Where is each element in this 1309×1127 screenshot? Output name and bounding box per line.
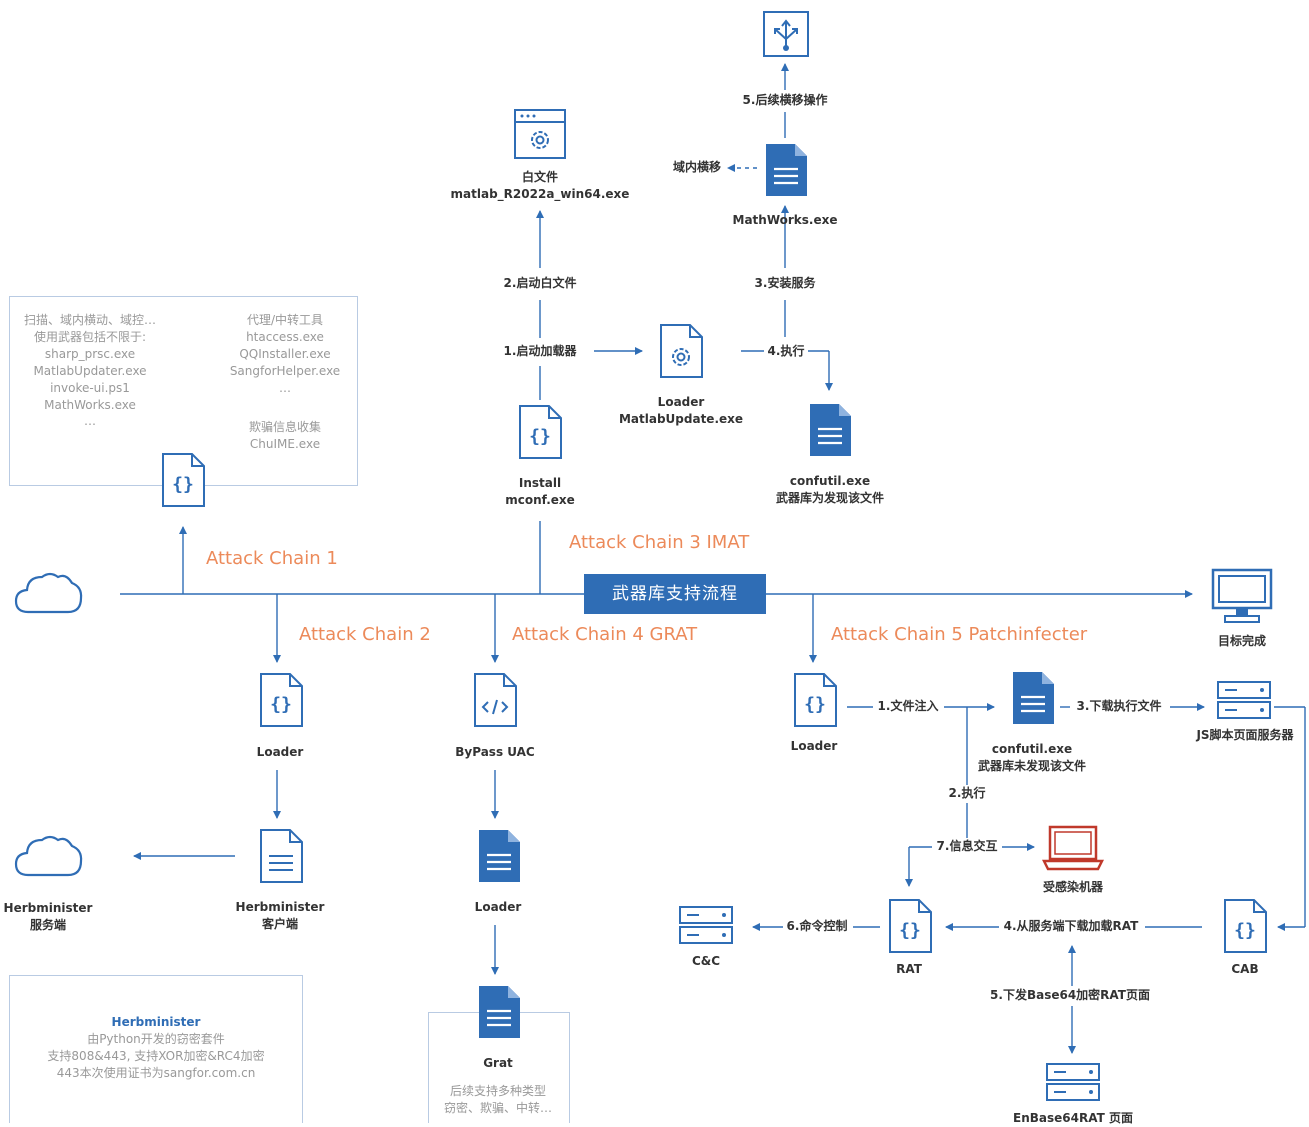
box-left-line: MatlabUpdater.exe xyxy=(33,364,147,378)
chain-3-title: Attack Chain 3 IMAT xyxy=(569,532,750,553)
svg-text:{}: {} xyxy=(529,426,551,447)
laptop-icon xyxy=(1042,825,1104,871)
client-label: Herbminister xyxy=(235,900,325,914)
infected-label: 受感染机器 xyxy=(1042,880,1104,894)
document-icon xyxy=(766,144,807,196)
confutil-file: confutil.exe xyxy=(789,474,871,488)
confutil-note: 武器库为发现该文件 xyxy=(775,491,885,505)
svg-text:{}: {} xyxy=(899,920,921,941)
svg-text:{}: {} xyxy=(172,474,194,495)
code-file-icon: {} xyxy=(519,405,562,459)
server-sub: 服务端 xyxy=(29,918,67,932)
box-right-line: QQInstaller.exe xyxy=(239,347,331,361)
document-icon xyxy=(810,404,851,456)
code-file-icon: {} xyxy=(260,673,303,727)
loader-label: Loader xyxy=(790,739,838,753)
app-window-icon xyxy=(514,109,566,159)
code-file-icon: {} xyxy=(889,899,932,953)
step-label: 4.从服务端下载加载RAT xyxy=(1000,918,1142,935)
box-right-line: htaccess.exe xyxy=(246,330,324,344)
step-label: 7.信息交互 xyxy=(933,838,1001,855)
html-file-icon xyxy=(474,673,517,727)
document-icon xyxy=(479,830,520,882)
herbminister-note-line: 443本次使用证书为sangfor.com.cn xyxy=(56,1066,256,1080)
mathworks-file: MathWorks.exe xyxy=(732,213,838,227)
cloud-icon xyxy=(14,572,83,614)
box-left-line: … xyxy=(84,414,96,428)
loader-label: Loader xyxy=(474,900,522,914)
monitor-icon xyxy=(1211,568,1273,623)
enbase-label: EnBase64RAT 页面 xyxy=(1013,1111,1133,1125)
step-label: 2.执行 xyxy=(945,785,989,802)
step-label: 1.文件注入 xyxy=(874,698,942,715)
svg-text:{}: {} xyxy=(804,694,826,715)
document-icon xyxy=(479,986,520,1038)
confutil-file: confutil.exe xyxy=(991,742,1073,756)
herbminister-note-title: Herbminister xyxy=(111,1015,201,1029)
text-file-icon xyxy=(260,829,303,883)
step-label: 2.启动白文件 xyxy=(500,275,580,292)
herbminister-note-box xyxy=(9,975,303,1123)
step-label: 3.安装服务 xyxy=(751,275,819,292)
settings-file-icon xyxy=(660,324,703,378)
code-file-icon: {} xyxy=(794,673,837,727)
code-file-icon: {} xyxy=(1224,899,1267,953)
step-label: 5.下发Base64加密RAT页面 xyxy=(987,987,1153,1004)
grat-label: Grat xyxy=(483,1056,513,1070)
loader-label: Loader xyxy=(657,395,705,409)
chain-2-title: Attack Chain 2 xyxy=(299,624,431,645)
box-left-line: 使用武器包括不限于: xyxy=(33,330,147,344)
herbminister-note-line: 由Python开发的窃密套件 xyxy=(87,1032,225,1046)
box-right-line: ChuIME.exe xyxy=(249,437,321,451)
weapon-library-banner: 武器库支持流程 xyxy=(584,574,766,614)
document-icon xyxy=(1013,672,1054,724)
box-right-line: 代理/中转工具 xyxy=(246,313,324,327)
box-right-line: SangforHelper.exe xyxy=(229,364,341,378)
chain-5-title: Attack Chain 5 Patchinfecter xyxy=(831,624,1088,645)
box-left-line: invoke-ui.ps1 xyxy=(50,381,130,395)
step-label: 1.启动加载器 xyxy=(500,343,580,360)
step-label: 4.执行 xyxy=(764,343,808,360)
box-right-line: … xyxy=(279,381,291,395)
box-left-line: MathWorks.exe xyxy=(44,398,136,412)
svg-text:{}: {} xyxy=(1234,920,1256,941)
step-label: 6.命令控制 xyxy=(783,918,851,935)
cab-label: CAB xyxy=(1231,962,1259,976)
confutil-note: 武器库未发现该文件 xyxy=(977,759,1087,773)
white-file-label: 白文件 xyxy=(521,170,559,184)
chain-4-title: Attack Chain 4 GRAT xyxy=(512,624,698,645)
white-file-name: matlab_R2022a_win64.exe xyxy=(450,187,630,201)
server-icon xyxy=(1046,1063,1100,1101)
box-left-line: 扫描、域内横动、域控… xyxy=(23,313,157,327)
loader-label: Loader xyxy=(256,745,304,759)
install-label: Install xyxy=(518,476,562,490)
loader-file: MatlabUpdate.exe xyxy=(618,412,744,426)
install-file: mconf.exe xyxy=(505,493,575,507)
svg-text:{}: {} xyxy=(270,694,292,715)
herbminister-note-line: 支持808&443, 支持XOR加密&RC4加密 xyxy=(47,1049,265,1063)
target-label: 目标完成 xyxy=(1217,634,1267,648)
step-label: 5.后续横移操作 xyxy=(739,92,831,109)
box-left-line: sharp_prsc.exe xyxy=(44,347,136,361)
rat-label: RAT xyxy=(896,962,922,976)
lateral-label: 域内横移 xyxy=(672,160,721,174)
server-icon xyxy=(1217,681,1271,719)
grat-note-line: 窃密、欺骗、中转… xyxy=(443,1101,553,1115)
cc-label: C&C xyxy=(691,954,721,968)
client-sub: 客户端 xyxy=(261,917,299,931)
grat-note-line: 后续支持多种类型 xyxy=(449,1084,547,1098)
share-network-icon xyxy=(763,11,809,57)
server-label: Herbminister xyxy=(3,901,93,915)
code-file-icon: {} xyxy=(162,453,205,507)
cloud-icon xyxy=(14,835,83,877)
bypass-uac-label: ByPass UAC xyxy=(455,745,535,759)
js-server-label: JS脚本页面服务器 xyxy=(1196,728,1294,742)
chain-1-title: Attack Chain 1 xyxy=(206,548,338,569)
server-icon xyxy=(679,906,733,944)
step-label: 3.下载执行文件 xyxy=(1073,698,1165,715)
box-right-line: 欺骗信息收集 xyxy=(248,420,322,434)
